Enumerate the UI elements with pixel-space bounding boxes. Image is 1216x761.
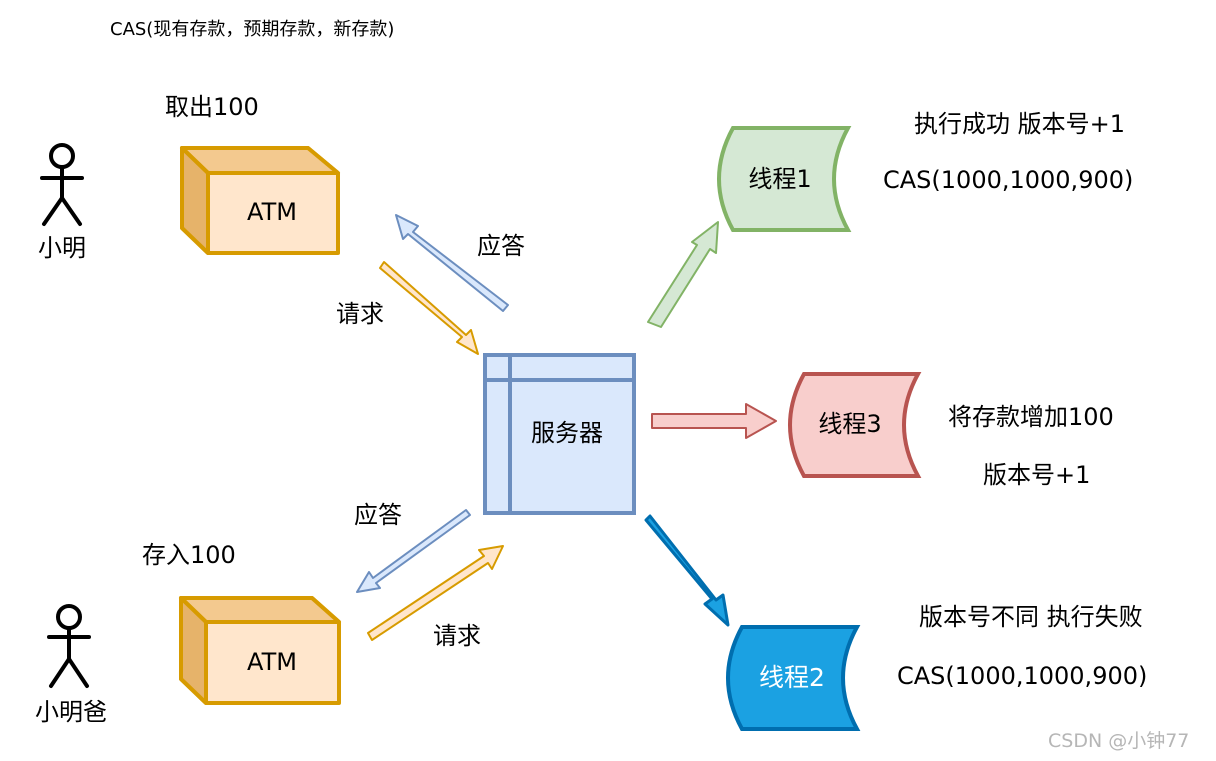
arrow-top-response xyxy=(395,214,509,312)
actor-xiaomingba-label: 小明爸 xyxy=(35,698,107,726)
thread1-note-status: 执行成功 版本号+1 xyxy=(914,110,1126,138)
arrow-bottom-request xyxy=(367,545,504,641)
bottom-response-label: 应答 xyxy=(354,501,402,529)
thread3-label: 线程3 xyxy=(818,410,882,438)
bottom-request-label: 请求 xyxy=(433,622,481,650)
thread2-note-cas: CAS(1000,1000,900) xyxy=(897,662,1148,690)
atm-top-box xyxy=(180,146,340,255)
diagram-title: CAS(现有存款，预期存款，新存款) xyxy=(110,19,395,40)
server-box xyxy=(483,353,636,515)
thread1-note-cas: CAS(1000,1000,900) xyxy=(883,166,1134,194)
atm-bottom-label: ATM xyxy=(247,648,297,676)
top-response-label: 应答 xyxy=(477,232,525,260)
thread2-box xyxy=(726,625,861,731)
thread1-box xyxy=(717,126,852,232)
arrow-to-thread1 xyxy=(647,221,719,328)
atm-top-label: ATM xyxy=(247,198,297,226)
thread2-note-status: 版本号不同 执行失败 xyxy=(919,603,1143,631)
arrow-top-request xyxy=(379,261,479,355)
arrow-bottom-response xyxy=(356,509,471,593)
actor-xiaomingba-icon xyxy=(47,604,91,688)
thread2-label: 线程2 xyxy=(759,663,825,692)
top-request-label: 请求 xyxy=(336,300,384,328)
arrow-to-thread3 xyxy=(651,403,777,439)
actor-xiaoming-label: 小明 xyxy=(38,234,86,262)
atm-bottom-box xyxy=(179,596,341,705)
thread3-note-version: 版本号+1 xyxy=(983,461,1091,489)
atm-top-action: 取出100 xyxy=(165,93,259,121)
atm-bottom-action: 存入100 xyxy=(142,541,236,569)
server-label: 服务器 xyxy=(531,419,603,447)
thread1-label: 线程1 xyxy=(748,165,812,193)
thread3-box xyxy=(788,372,922,478)
thread3-note-action: 将存款增加100 xyxy=(948,403,1114,431)
actor-xiaoming-icon xyxy=(40,143,84,226)
arrow-to-thread2 xyxy=(644,514,730,627)
csdn-watermark: CSDN @小钟77 xyxy=(1048,730,1190,752)
